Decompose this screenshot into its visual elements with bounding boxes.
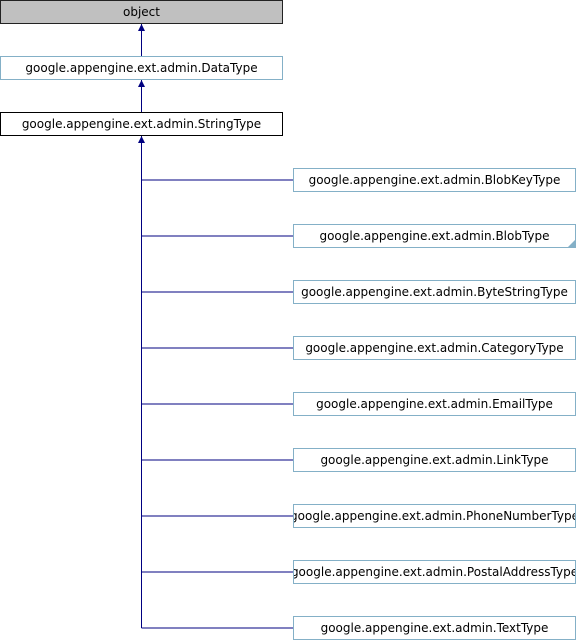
class-node-label: google.appengine.ext.admin.PhoneNumberTy… — [293, 509, 576, 523]
class-node-label: google.appengine.ext.admin.StringType — [21, 117, 262, 131]
class-node-label: google.appengine.ext.admin.PostalAddress… — [293, 565, 576, 579]
class-node-subclass[interactable]: google.appengine.ext.admin.BlobType — [293, 224, 576, 248]
edge-stringtype-to-datatype-arrowhead — [138, 80, 145, 87]
class-node-subclass[interactable]: google.appengine.ext.admin.PostalAddress… — [293, 560, 576, 584]
class-node-subclass[interactable]: google.appengine.ext.admin.CategoryType — [293, 336, 576, 360]
class-node-label: google.appengine.ext.admin.EmailType — [316, 397, 553, 411]
class-node-subclass[interactable]: google.appengine.ext.admin.ByteStringTyp… — [293, 280, 576, 304]
edge-datatype-to-object-arrowhead — [138, 24, 145, 31]
class-node-label: object — [123, 5, 160, 19]
class-node-label: google.appengine.ext.admin.CategoryType — [305, 341, 564, 355]
class-node-label: google.appengine.ext.admin.ByteStringTyp… — [301, 285, 568, 299]
class-node-subclass[interactable]: google.appengine.ext.admin.BlobKeyType — [293, 168, 576, 192]
class-node-subclass[interactable]: google.appengine.ext.admin.TextType — [293, 616, 576, 640]
class-node-datatype[interactable]: google.appengine.ext.admin.DataType — [0, 56, 283, 80]
class-node-label: google.appengine.ext.admin.BlobType — [319, 229, 550, 243]
class-node-subclass[interactable]: google.appengine.ext.admin.EmailType — [293, 392, 576, 416]
class-node-label: google.appengine.ext.admin.DataType — [25, 61, 258, 75]
class-node-label: google.appengine.ext.admin.LinkType — [320, 453, 549, 467]
class-node-label: google.appengine.ext.admin.TextType — [320, 621, 549, 635]
class-node-label: google.appengine.ext.admin.BlobKeyType — [308, 173, 561, 187]
edge-subclass-trunk-arrowhead — [138, 136, 145, 143]
class-node-object[interactable]: object — [0, 0, 283, 24]
class-node-subclass[interactable]: google.appengine.ext.admin.LinkType — [293, 448, 576, 472]
class-node-stringtype: google.appengine.ext.admin.StringType — [0, 112, 283, 136]
class-node-subclass[interactable]: google.appengine.ext.admin.PhoneNumberTy… — [293, 504, 576, 528]
